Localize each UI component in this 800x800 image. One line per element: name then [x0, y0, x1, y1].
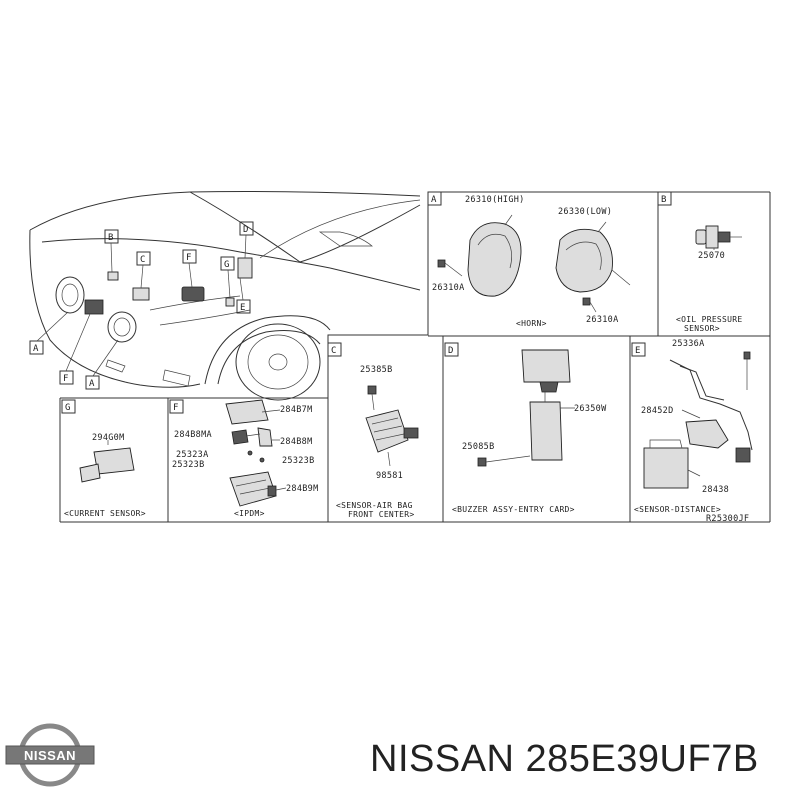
diagram-code: R25300JF	[706, 514, 749, 524]
label-25336a: 25336A	[672, 339, 705, 349]
nissan-logo-icon: NISSAN	[5, 723, 95, 787]
callout-e: E	[240, 303, 245, 313]
label-284b7m: 284B7M	[280, 405, 313, 415]
callout-c: C	[140, 255, 145, 265]
caption-distance: <SENSOR-DISTANCE>	[634, 505, 721, 514]
callout-b: B	[108, 233, 113, 243]
label-28452d: 28452D	[641, 406, 674, 416]
label-294g0m: 294G0M	[92, 433, 125, 443]
label-26330-low: 26330(LOW)	[558, 207, 612, 217]
panel-c-letter: C	[331, 346, 336, 356]
panel-airbag-sensor: 25385B 98581 <SENSOR-AIR BAG FRONT CENTE…	[336, 365, 419, 519]
label-25070: 25070	[698, 251, 725, 261]
callout-f: F	[186, 253, 191, 263]
callout-a-right: A	[89, 379, 95, 389]
caption-buzzer: <BUZZER ASSY-ENTRY CARD>	[452, 505, 575, 514]
callout-g: G	[224, 260, 229, 270]
panel-ipdm: 284B7M 284B8MA 284B8M 25323A 25323B 2532…	[172, 399, 319, 518]
caption-oil-pressure-1: <OIL PRESSURE	[676, 315, 743, 324]
label-25323b-right: 25323B	[282, 456, 315, 466]
label-284b9m: 284B9M	[286, 484, 319, 494]
label-25323a: 25323A	[176, 450, 209, 460]
part-number-title: NISSAN 285E39UF7B	[370, 738, 759, 780]
caption-horn: <HORN>	[516, 319, 547, 328]
caption-airbag-2: FRONT CENTER>	[348, 510, 415, 519]
panel-oil-pressure-sensor: 25070 <OIL PRESSURE SENSOR>	[676, 225, 743, 333]
callout-d: D	[243, 225, 248, 235]
label-25323b-left: 25323B	[172, 460, 205, 470]
panel-buzzer: 26350W 25085B <BUZZER ASSY-ENTRY CARD>	[452, 349, 607, 514]
panel-d-letter: D	[448, 346, 453, 356]
panel-frames	[59, 191, 771, 523]
car-overview: B C F D G E A F A	[29, 191, 421, 401]
logo-text: NISSAN	[24, 748, 76, 763]
label-25385b: 25385B	[360, 365, 393, 375]
caption-ipdm: <IPDM>	[234, 509, 265, 518]
label-26310a-right: 26310A	[586, 315, 619, 325]
panel-f-letter: F	[173, 403, 178, 413]
label-26350w: 26350W	[574, 404, 607, 414]
panel-horn: 26310(HIGH) 26330(LOW) 26310A 26310A <HO…	[432, 195, 631, 328]
panel-current-sensor: 294G0M <CURRENT SENSOR>	[64, 433, 146, 518]
label-98581: 98581	[376, 471, 403, 481]
panel-distance-sensor: 25336A 28452D 28438 <SENSOR-DISTANCE> R2…	[634, 339, 753, 524]
panel-a-letter: A	[431, 195, 437, 205]
label-28438: 28438	[702, 485, 729, 495]
callout-f-lower: F	[63, 374, 68, 384]
label-26310-high: 26310(HIGH)	[465, 195, 525, 205]
label-284b8m: 284B8M	[280, 437, 313, 447]
label-26310a-left: 26310A	[432, 283, 465, 293]
callout-a-left: A	[33, 344, 39, 354]
panel-e-letter: E	[635, 346, 640, 356]
label-25085b: 25085B	[462, 442, 495, 452]
label-284b8ma: 284B8MA	[174, 430, 212, 440]
panel-g-letter: G	[65, 403, 70, 413]
caption-airbag-1: <SENSOR-AIR BAG	[336, 501, 413, 510]
caption-oil-pressure-2: SENSOR>	[684, 324, 720, 333]
caption-current-sensor: <CURRENT SENSOR>	[64, 509, 146, 518]
panel-b-letter: B	[661, 195, 666, 205]
